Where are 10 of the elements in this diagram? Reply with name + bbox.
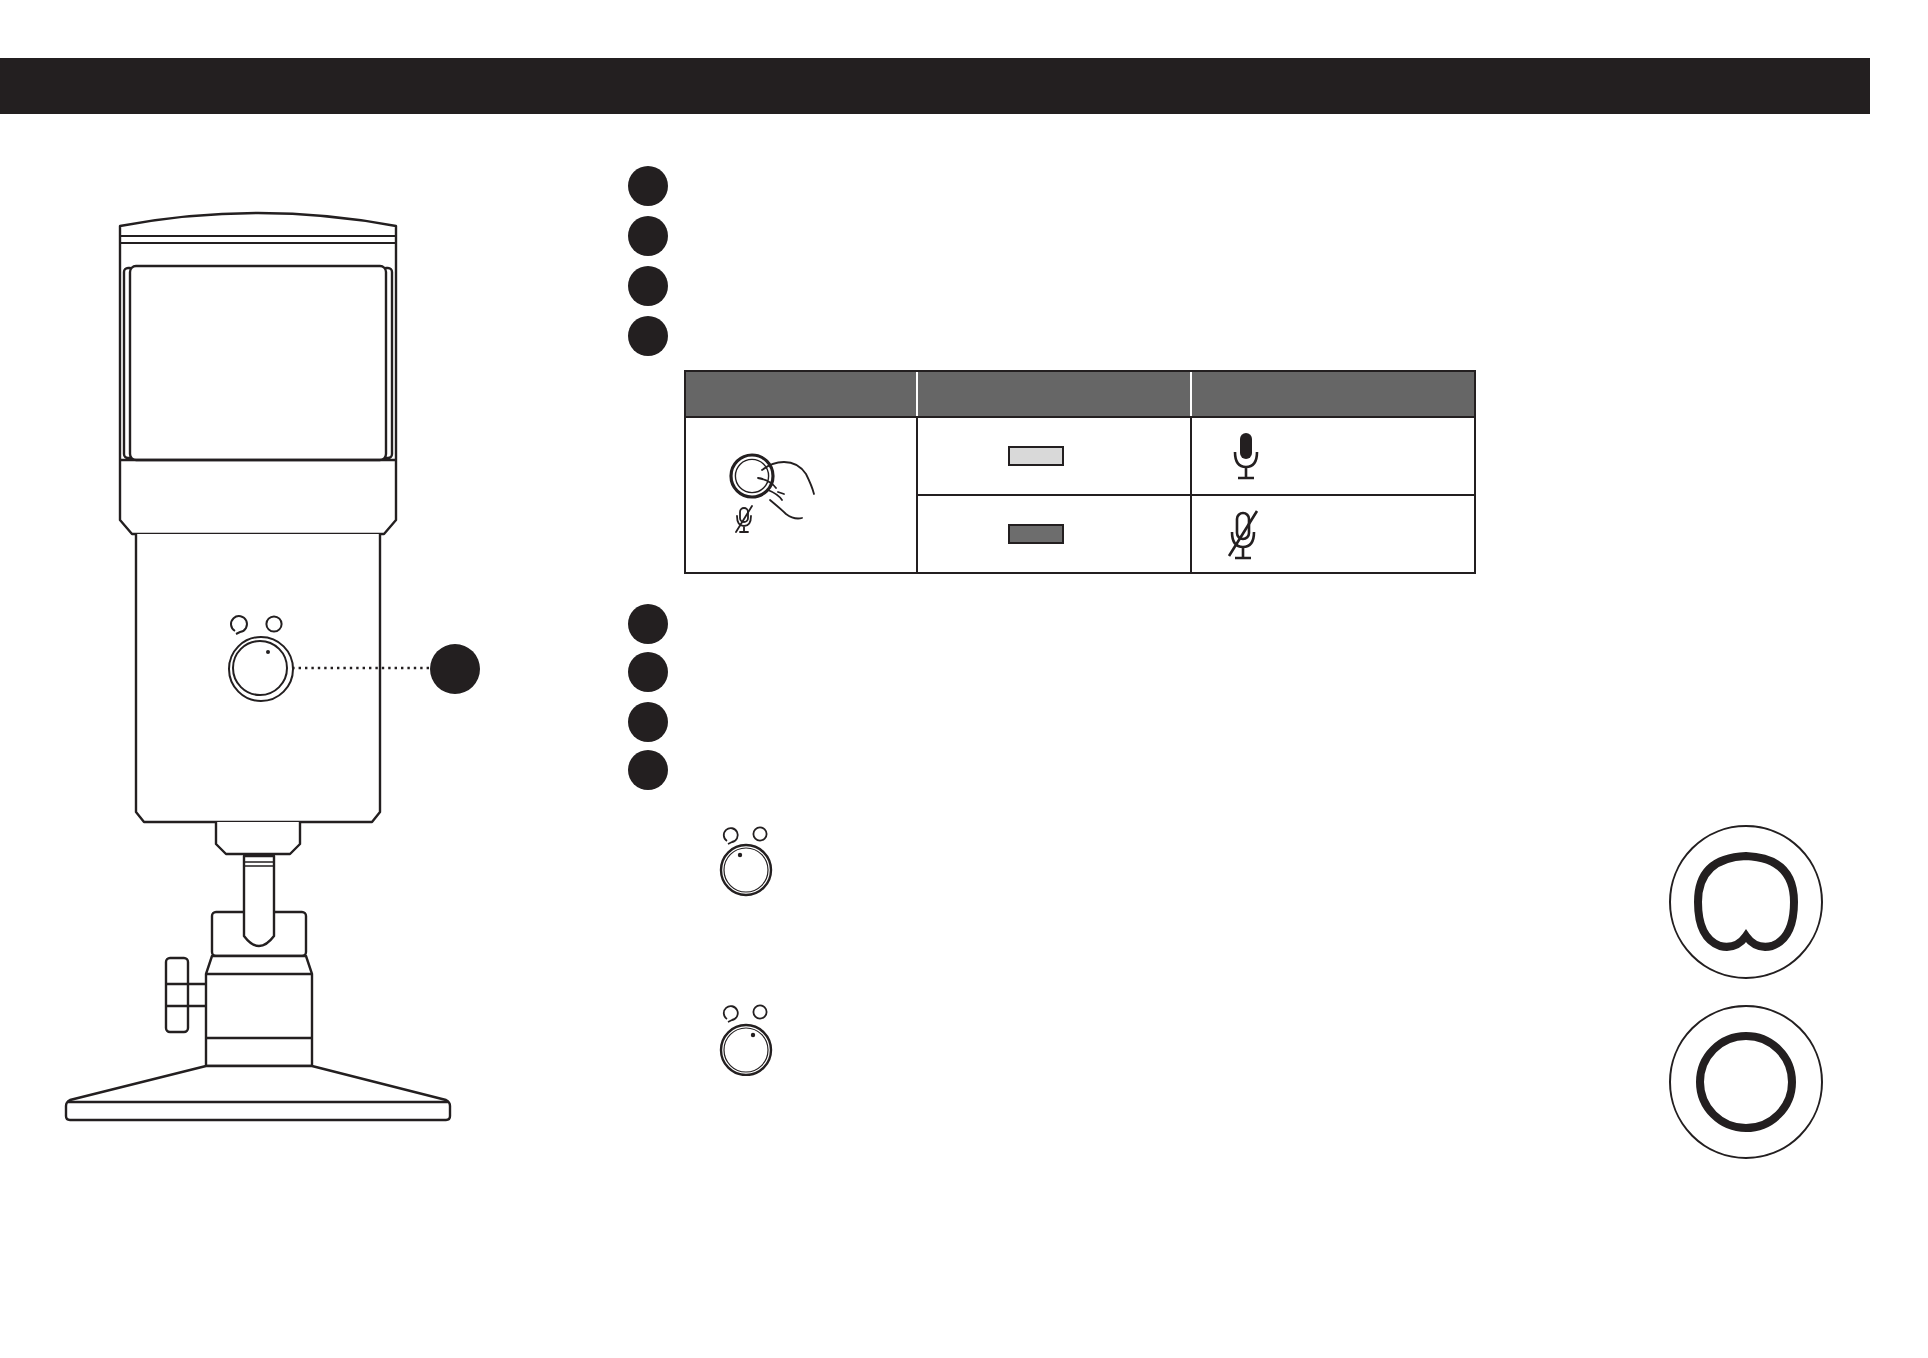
list-marker	[628, 216, 668, 256]
list-marker	[628, 652, 668, 692]
list-marker	[628, 604, 668, 644]
list-marker	[628, 266, 668, 306]
list-marker	[628, 166, 668, 206]
list-marker	[628, 702, 668, 742]
list-marker	[628, 316, 668, 356]
list-marker	[628, 750, 668, 790]
callout-marker	[429, 643, 479, 693]
leader-line	[293, 666, 429, 670]
